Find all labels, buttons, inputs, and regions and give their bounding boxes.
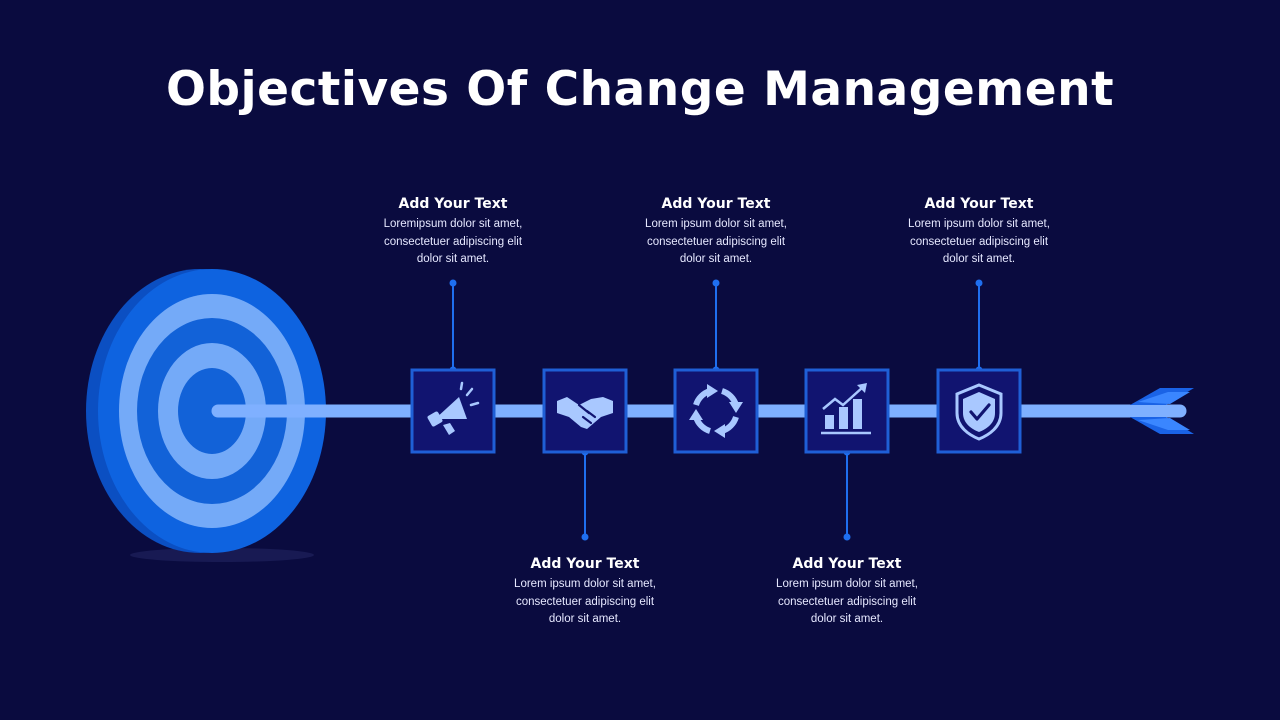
step-body-line: dolor sit amet.	[679, 253, 753, 265]
step-body-line: dolor sit amet.	[416, 253, 490, 265]
shield-check-icon	[955, 383, 1003, 441]
step-body-line: consectetuer adipiscing elit	[515, 595, 655, 608]
step-3-box	[673, 368, 759, 454]
step-body-line: Lorem ipsum dolor sit amet,	[776, 578, 918, 590]
step-body: Lorem ipsum dolor sit amet, consectetuer …	[747, 576, 947, 629]
step-body-line: consectetuer adipiscing elit	[646, 235, 786, 248]
growth-chart-icon	[821, 383, 871, 435]
handshake-icon	[557, 397, 613, 429]
refresh-cycle-icon	[689, 384, 743, 438]
connector-dot	[975, 279, 983, 287]
connector-dot	[712, 279, 720, 287]
megaphone-icon	[427, 381, 480, 435]
step-body-line: Lorem ipsum dolor sit amet,	[514, 578, 656, 590]
step-body-line: consectetuer adipiscing elit	[777, 595, 917, 608]
target-board	[86, 269, 326, 553]
page-title: Objectives Of Change Management	[165, 62, 1115, 117]
target-shadow	[130, 548, 314, 562]
step-heading: Add Your Text	[924, 196, 1034, 212]
connector-dot	[449, 279, 457, 287]
step-body-line: dolor sit amet.	[548, 613, 622, 625]
step-body-line: dolor sit amet.	[810, 613, 884, 625]
step-heading: Add Your Text	[661, 196, 771, 212]
step-body: Loremipsum dolor sit amet, consectetuer a…	[353, 216, 553, 269]
step-4-box	[804, 368, 890, 454]
step-body: Lorem ipsum dolor sit amet, consectetuer …	[879, 216, 1079, 269]
arrow-fletching	[1130, 388, 1194, 434]
step-body-line: Lorem ipsum dolor sit amet,	[645, 218, 787, 230]
step-body-line: Lorem ipsum dolor sit amet,	[908, 218, 1050, 230]
step-body-line: consectetuer adipiscing elit	[909, 235, 1049, 248]
step-body: Lorem ipsum dolor sit amet, consectetuer …	[616, 216, 816, 269]
step-body-line: consectetuer adipiscing elit	[383, 235, 523, 248]
step-heading: Add Your Text	[530, 556, 640, 572]
step-body: Lorem ipsum dolor sit amet, consectetuer …	[485, 576, 685, 629]
step-heading: Add Your Text	[792, 556, 902, 572]
connector-dot	[581, 533, 589, 541]
step-body-line: dolor sit amet.	[942, 253, 1016, 265]
step-heading: Add Your Text	[398, 196, 508, 212]
step-body-line: Loremipsum dolor sit amet,	[383, 218, 523, 230]
connector-dot	[843, 533, 851, 541]
